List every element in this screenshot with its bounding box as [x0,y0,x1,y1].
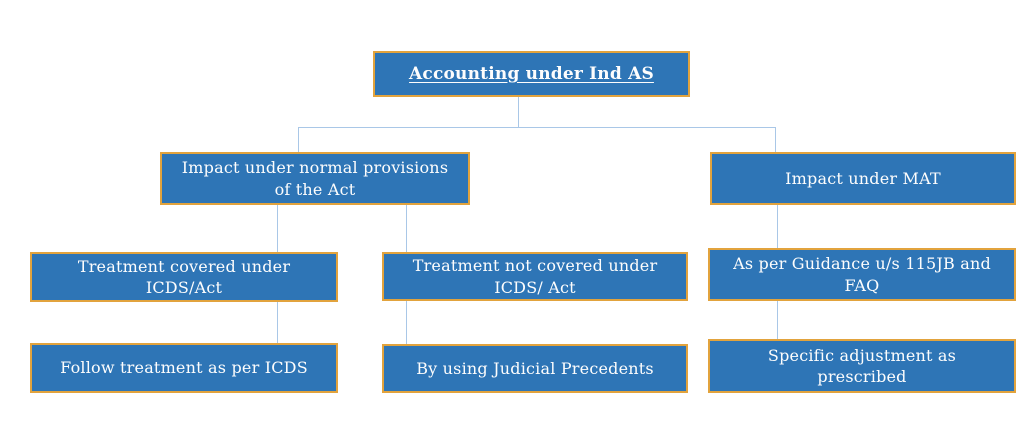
connector-to-normal-provisions [298,127,299,152]
node-impact-normal-provisions: Impact under normal provisions of the Ac… [160,152,470,205]
connector-to-covered [277,205,278,252]
node-judicial-precedents-label: By using Judicial Precedents [416,358,654,378]
node-impact-under-mat-label: Impact under MAT [785,168,941,188]
node-guidance-115jb-label: As per Guidance u/s 115JB and FAQ [733,254,991,295]
node-guidance-115jb: As per Guidance u/s 115JB and FAQ [708,248,1016,301]
node-follow-treatment-icds: Follow treatment as per ICDS [30,343,338,393]
connector-to-judicial-precedents [406,301,407,344]
node-judicial-precedents: By using Judicial Precedents [382,344,688,393]
connector-to-follow-icds [277,302,278,344]
connector-to-guidance [777,205,778,249]
node-specific-adjustment: Specific adjustment as prescribed [708,339,1016,393]
connector-to-not-covered [406,205,407,252]
node-impact-under-mat: Impact under MAT [710,152,1016,205]
connector-to-specific-adjustment [777,301,778,339]
connector-root-down [518,97,519,127]
connector-to-mat [775,127,776,152]
node-accounting-under-ind-as: Accounting under Ind AS [373,51,690,97]
node-follow-treatment-icds-label: Follow treatment as per ICDS [60,358,308,378]
node-specific-adjustment-label: Specific adjustment as prescribed [767,345,957,386]
node-treatment-covered-label: Treatment covered under ICDS/Act [77,256,291,297]
node-treatment-covered: Treatment covered under ICDS/Act [30,252,338,302]
node-accounting-label: Accounting under Ind AS [409,63,654,84]
node-treatment-not-covered-label: Treatment not covered under ICDS/ Act [412,256,658,297]
connector-main-horizontal [298,127,775,128]
node-treatment-not-covered: Treatment not covered under ICDS/ Act [382,252,688,301]
node-impact-normal-provisions-label: Impact under normal provisions of the Ac… [181,158,449,199]
